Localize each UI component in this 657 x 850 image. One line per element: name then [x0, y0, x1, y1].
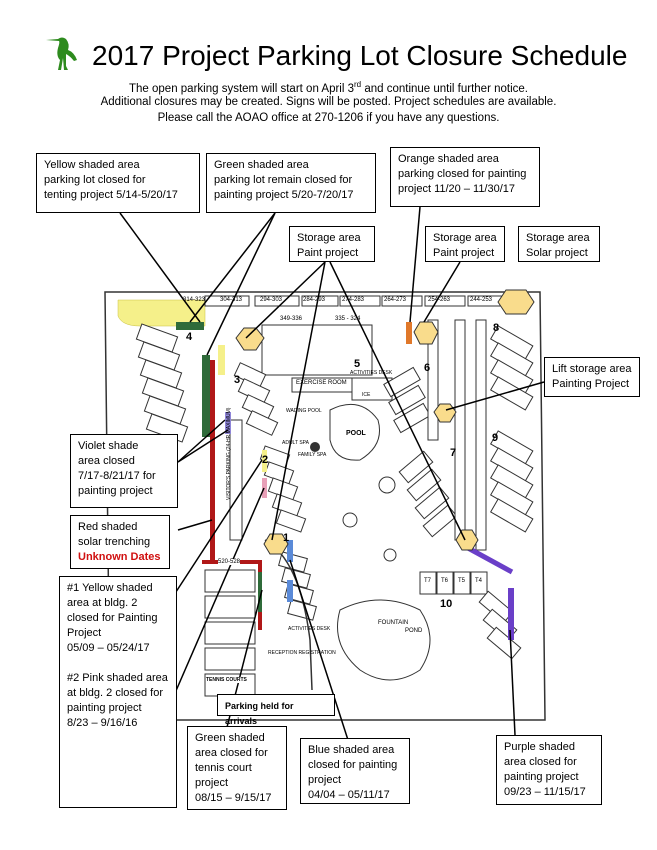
parking-column-right	[475, 319, 487, 551]
page-title: 2017 Project Parking Lot Closure Schedul…	[92, 40, 628, 71]
stall-range-label: 294-303	[260, 297, 283, 303]
blue-shaded-area	[287, 540, 293, 562]
building-7-label: 7	[450, 447, 457, 459]
building-8-label: 8	[493, 322, 500, 334]
parking-column-center	[454, 319, 466, 541]
stall-range-label: 264-273	[384, 297, 407, 303]
building-10-units	[419, 571, 522, 660]
visitor-parking-column	[229, 419, 243, 541]
storage-hex-solar	[497, 289, 535, 315]
wading-pool-label: WADING POOL	[286, 408, 322, 414]
heron-logo	[46, 37, 77, 70]
green-shaded-tennis	[258, 572, 262, 612]
building-10-label: 10	[440, 598, 453, 610]
pool-outline	[329, 403, 380, 461]
stall-range-label: 335 - 324	[335, 316, 361, 322]
stall-range-label: 304-313	[220, 297, 243, 303]
lot-528-label: 520-528	[218, 559, 241, 565]
unit-label: T7	[424, 578, 432, 584]
green-shaded-top	[176, 322, 204, 330]
building-3-label: 3	[234, 374, 241, 386]
activities-desk-label: ACTIVITIES DESK	[288, 626, 331, 632]
stall-range-label: 274-283	[342, 297, 365, 303]
building-5	[261, 324, 373, 376]
parking-held-callout: Parking held for arrivals	[217, 694, 335, 726]
building-2-callout: #1 Yellow shaded area at bldg. 2 closed …	[59, 576, 177, 808]
adult-spa-label: ADULT SPA	[282, 440, 309, 446]
red-shaded-column	[210, 360, 215, 560]
building-7-units	[398, 450, 458, 538]
ice-label: ICE	[362, 392, 371, 398]
leader-lines	[119, 206, 545, 741]
parking-column-188-204	[427, 319, 439, 441]
building-4-label: 4	[186, 331, 193, 343]
building-9-label: 9	[492, 432, 499, 444]
stall-range-label: 284-293	[303, 297, 326, 303]
unit-label: T5	[458, 578, 466, 584]
stall-range-label: 314-323	[183, 297, 206, 303]
yellow-shaded-bldg2	[218, 345, 225, 375]
storage-hex-mid	[413, 321, 439, 345]
stall-range-label: 244-253	[470, 297, 493, 303]
storage-hex-bldg10	[455, 529, 479, 551]
subtitle-line-1: The open parking system will start on Ap…	[129, 80, 528, 95]
building-3-units	[233, 362, 279, 436]
building-6-label: 6	[424, 362, 431, 374]
building-1-label: 1	[283, 532, 290, 544]
storage-hex-bldg1	[263, 533, 289, 555]
storage-hexagons	[235, 289, 535, 555]
stall-range-label: 349-336	[280, 316, 303, 322]
top-stall-blocks	[204, 295, 507, 307]
building-8-units	[489, 325, 534, 411]
tennis-courts-label: TENNIS COURTS	[206, 677, 247, 683]
orange-shaded-area	[406, 322, 412, 344]
pool-label: POOL	[346, 430, 366, 437]
storage-hex-left	[235, 327, 265, 351]
building-5-label: 5	[354, 358, 361, 370]
subtitle-line-2: Additional closures may be created. Sign…	[100, 96, 557, 108]
stall-range-label: 254-263	[428, 297, 451, 303]
building-9-units	[489, 430, 534, 533]
exercise-room-label: EXERCISE ROOM	[296, 380, 347, 386]
activities-desk-label: ACTIVITIES DESK	[350, 370, 393, 376]
unit-label: T4	[475, 578, 483, 584]
fountain-label: FOUNTAIN	[378, 620, 409, 626]
building-6-units	[383, 366, 431, 434]
pond-outline	[337, 599, 431, 681]
building-4-units	[135, 323, 189, 443]
pink-shaded-bldg2	[262, 478, 267, 498]
green-shaded-vertical	[202, 355, 210, 437]
yellow-shaded-bldg2-lower	[262, 450, 267, 472]
visitor-parking-label: VISITOR'S PARKING (24-HR MAXIMUM)	[226, 407, 232, 500]
subtitle-line-3: Please call the AOAO office at 270-1206 …	[157, 112, 500, 124]
unit-label: T6	[441, 578, 449, 584]
family-spa-label: FAMILY SPA	[298, 452, 327, 458]
pond-label: POND	[405, 628, 423, 634]
purple-shaded-area	[466, 545, 514, 575]
building-2-units	[259, 445, 307, 533]
building-2-label: 2	[262, 454, 269, 466]
reception-label: RECEPTION REGISTRATION	[268, 650, 336, 656]
violet-shaded-area	[225, 412, 231, 434]
